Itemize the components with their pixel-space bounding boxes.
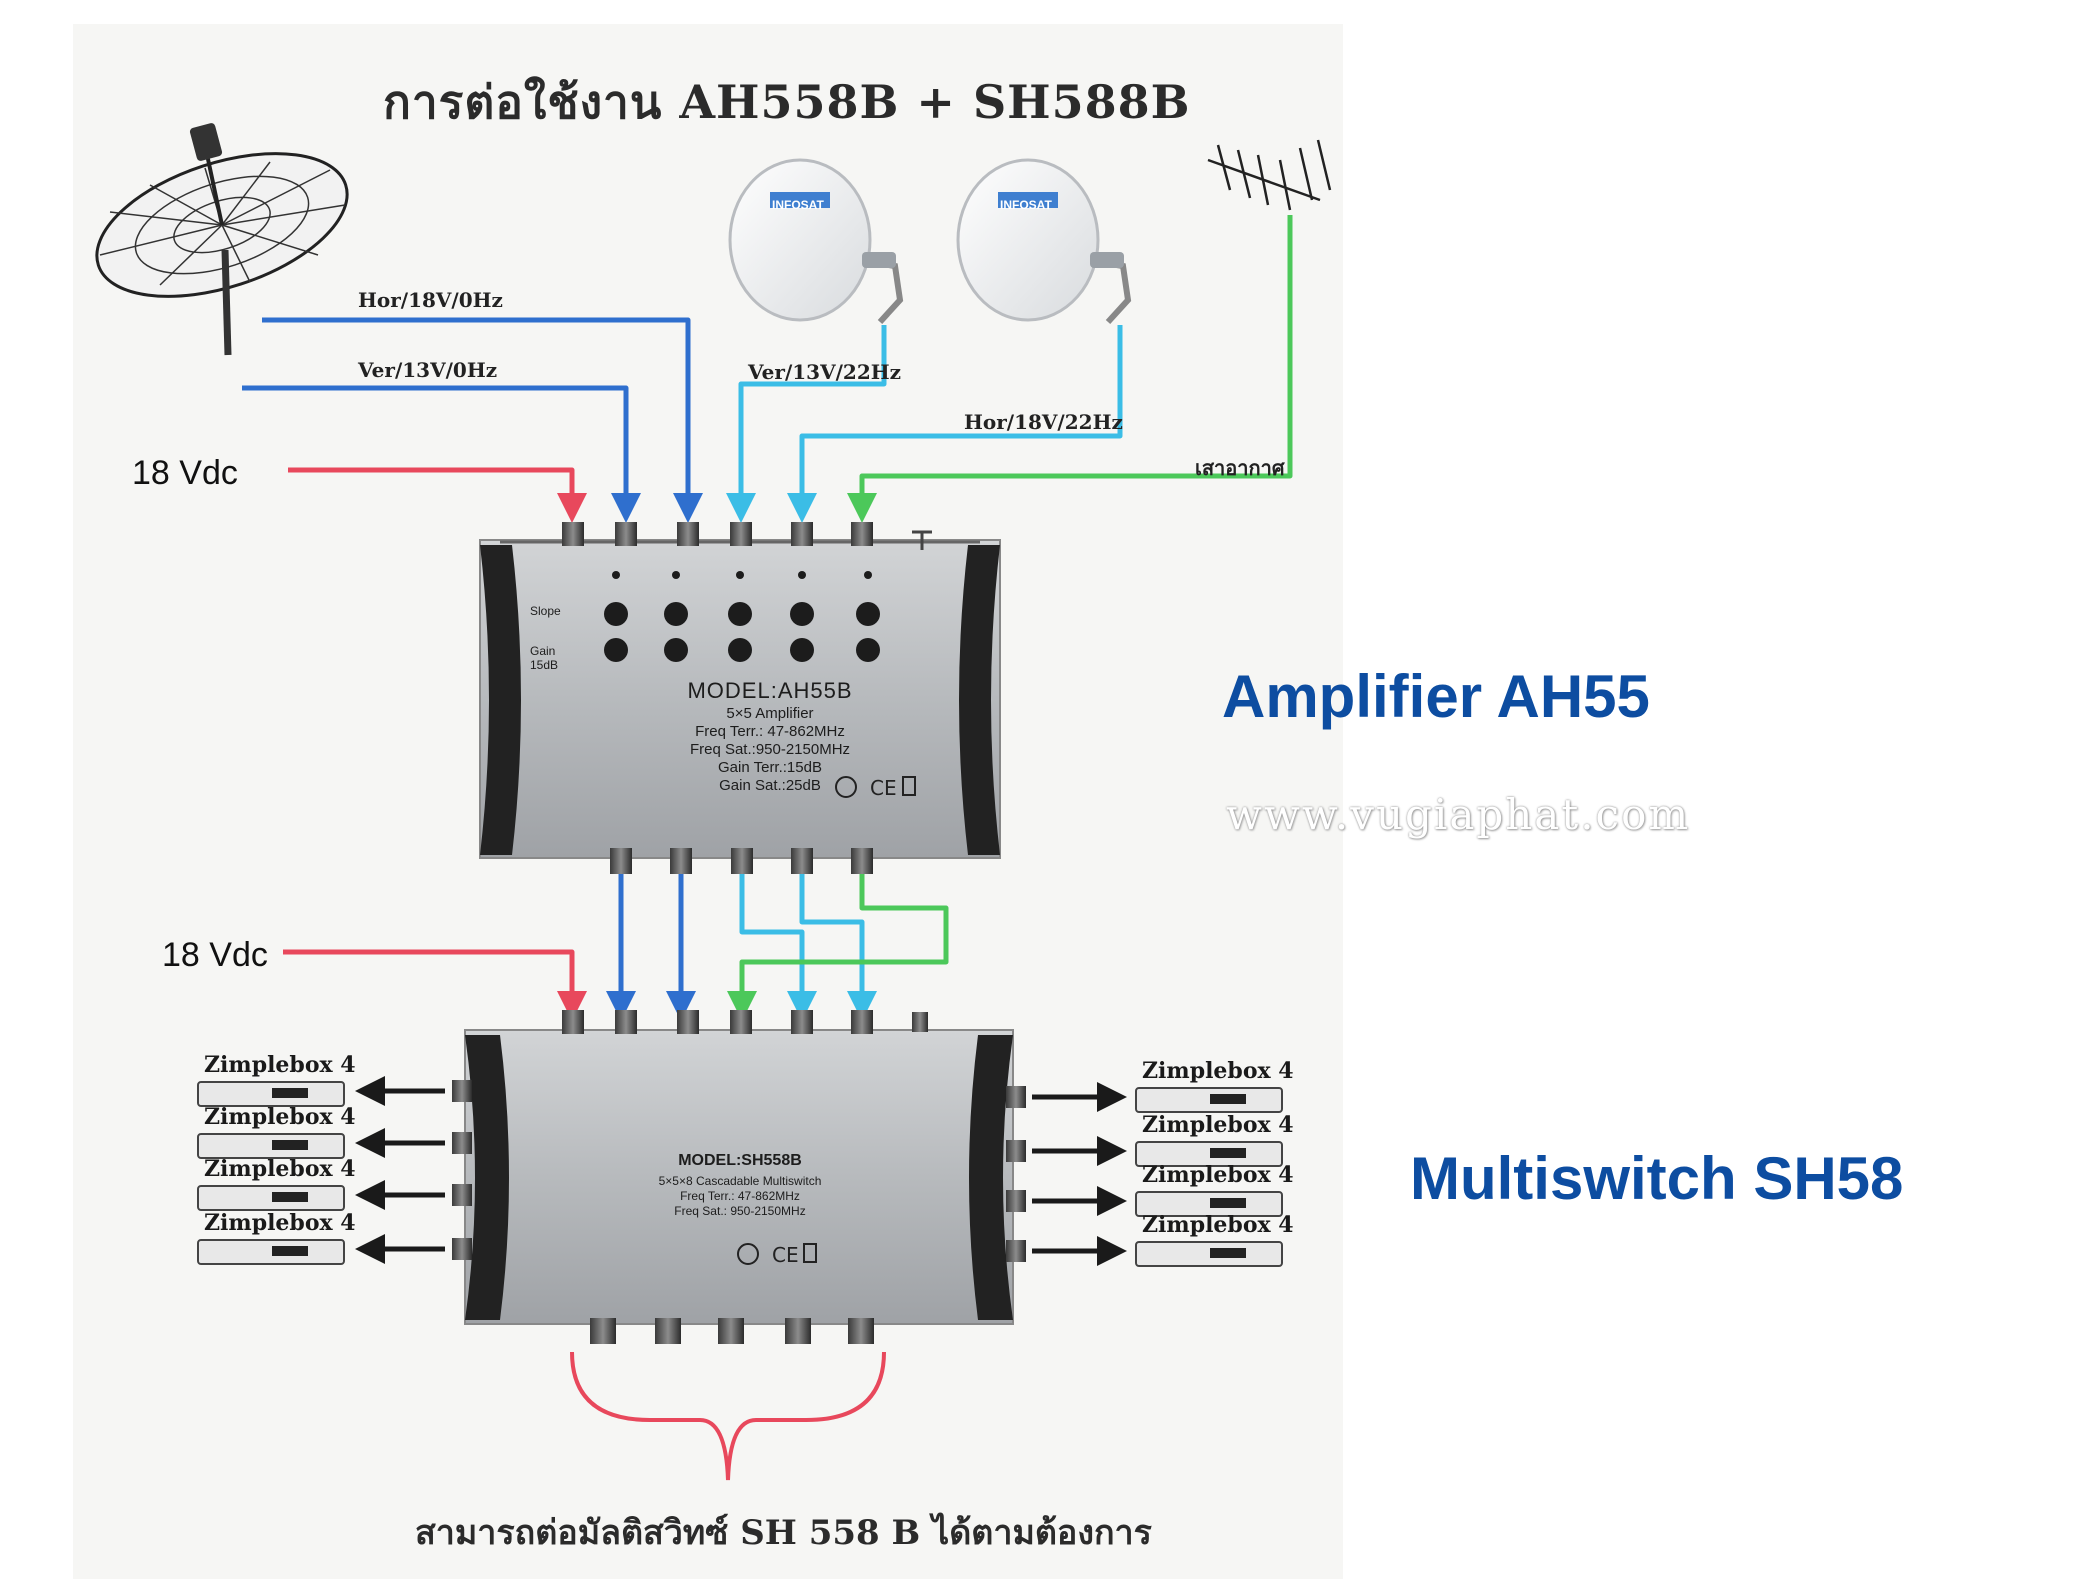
label-hor18-0hz: Hor/18V/0Hz <box>358 288 503 312</box>
amplifier-knobs <box>604 571 880 662</box>
multiswitch-device: CE <box>452 1010 1026 1344</box>
link-lnb-c <box>739 874 817 1021</box>
dish-1-logo: INFOSAT <box>772 198 824 212</box>
dish-2-logo: INFOSAT <box>1000 198 1052 212</box>
label-antenna: เสาอากาศ <box>1195 456 1285 480</box>
power-label-bottom: 18 Vdc <box>162 936 268 974</box>
yagi-antenna-icon <box>1207 139 1332 211</box>
svg-text:CE: CE <box>772 1243 799 1267</box>
multiswitch-top-ports <box>562 1010 928 1034</box>
ms-line-3: Freq Sat.: 950-2150MHz <box>674 1204 806 1218</box>
receiver-left-2-label: Zimplebox 4 <box>204 1104 356 1130</box>
ms-line-1: 5×5×8 Cascadable Multiswitch <box>658 1174 822 1188</box>
power-label-top: 18 Vdc <box>132 454 238 492</box>
receiver-right-3 <box>1135 1191 1283 1217</box>
receiver-left-4 <box>197 1239 345 1265</box>
amplifier-bottom-ports <box>610 848 873 874</box>
label-ver13-0hz: Ver/13V/0Hz <box>358 358 498 382</box>
receiver-left-1 <box>197 1081 345 1107</box>
receiver-right-3-label: Zimplebox 4 <box>1142 1162 1294 1188</box>
receiver-right-4 <box>1135 1241 1283 1267</box>
receiver-boxes <box>197 1081 1283 1267</box>
receiver-left-3-label: Zimplebox 4 <box>204 1156 356 1182</box>
hor18-0-cable <box>262 317 703 523</box>
ms-line-2: Freq Terr.: 47-862MHz <box>680 1189 800 1203</box>
cascade-brace <box>570 1351 886 1481</box>
antenna-cable <box>847 215 1293 523</box>
receiver-right-1-label: Zimplebox 4 <box>1142 1058 1294 1084</box>
watermark: www.vugiaphat.com <box>1226 790 1691 839</box>
ms-model: MODEL:SH558B <box>678 1152 802 1169</box>
receiver-left-3 <box>197 1185 345 1211</box>
amp-line-1: 5×5 Amplifier <box>726 705 814 722</box>
receiver-left-2 <box>197 1133 345 1159</box>
amplifier-device: CE <box>479 522 1001 874</box>
link-terr <box>727 874 949 1021</box>
ver13-0-cable <box>242 385 641 523</box>
power-top-cable <box>288 467 587 523</box>
multiswitch-bottom-ports <box>590 1318 874 1344</box>
ku-dish-2-icon <box>956 158 1132 325</box>
amp-line-3: Freq Sat.:950-2150MHz <box>689 741 851 758</box>
multiswitch-side-ports <box>452 1080 1026 1262</box>
amp-line-5: Gain Sat.:25dB <box>719 777 821 794</box>
receiver-right-2-label: Zimplebox 4 <box>1142 1112 1294 1138</box>
power-bottom-cable <box>283 949 587 1021</box>
amp-gain-label: Gain <box>530 644 556 658</box>
amplifier-heading: Amplifier AH55 <box>1222 663 1650 730</box>
receiver-left-4-label: Zimplebox 4 <box>204 1210 356 1236</box>
multiswitch-cert-icons: CE <box>737 1243 817 1267</box>
receiver-right-1 <box>1135 1087 1283 1113</box>
amp-line-4: Gain Terr.:15dB <box>718 759 822 776</box>
link-lnb-d <box>799 874 877 1021</box>
amp-line-2: Freq Terr.: 47-862MHz <box>695 723 845 740</box>
ku-dish-1-icon <box>728 158 904 325</box>
receiver-right-2 <box>1135 1141 1283 1167</box>
amplifier-top-ports <box>562 522 932 550</box>
multiswitch-heading: Multiswitch SH58 <box>1410 1145 1904 1212</box>
page-title: การต่อใช้งาน AH558B + SH588B <box>383 75 1191 129</box>
hor18-22-cable <box>787 325 1123 523</box>
ver13-22-cable <box>726 325 887 523</box>
receiver-left-1-label: Zimplebox 4 <box>204 1052 356 1078</box>
label-hor18-22hz: Hor/18V/22Hz <box>964 410 1123 434</box>
mesh-dish-icon <box>95 123 349 356</box>
cascade-note: สามารถต่อมัลติสวิทซ์ SH 558 B ได้ตามต้อง… <box>415 1513 1152 1553</box>
receiver-right-4-label: Zimplebox 4 <box>1142 1212 1294 1238</box>
amp-model: MODEL:AH55B <box>687 678 853 703</box>
amp-gain-db: 15dB <box>530 658 559 672</box>
svg-text:CE: CE <box>870 776 897 800</box>
amp-slope-label: Slope <box>530 604 561 618</box>
label-ver13-22hz: Ver/13V/22Hz <box>748 360 901 384</box>
amplifier-cert-icons: CE <box>835 776 916 800</box>
